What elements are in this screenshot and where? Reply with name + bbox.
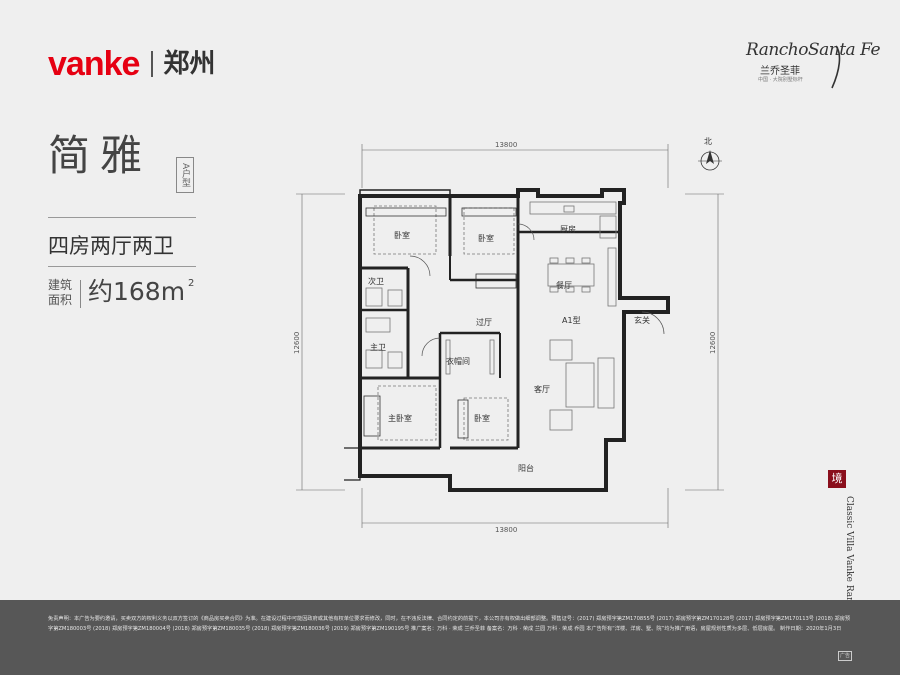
room-label-foyer: 玄关 <box>634 315 650 325</box>
unit-name: 简雅 <box>48 131 153 180</box>
room-label-master-bedroom: 主卧室 <box>388 413 412 423</box>
area-unit-superscript: 2 <box>188 278 195 289</box>
room-label-master-bath: 主卫 <box>370 342 386 352</box>
dim-right-label: 12600 <box>709 332 717 354</box>
room-label-bedroom-nw: 卧室 <box>394 230 410 240</box>
ad-mark: 广告 <box>838 651 852 661</box>
divider-rule <box>48 217 196 218</box>
project-name-cn: 兰乔圣菲 <box>760 66 800 77</box>
room-label-second-bath: 次卫 <box>368 276 384 286</box>
area-divider <box>80 280 81 308</box>
area-label: 建筑面积 <box>48 278 73 307</box>
furniture <box>363 201 617 441</box>
room-label-dining: 餐厅 <box>556 281 572 290</box>
project-name-en: RanchoSanta Fe <box>746 40 881 60</box>
room-label-living: 客厅 <box>534 384 550 394</box>
walls <box>344 188 670 492</box>
disclaimer-text: 免责声明：本广告为要约邀请，买卖双方的权利义务以双方签订的《商品房买卖合同》为准… <box>48 616 851 632</box>
room-label-corridor: 过厅 <box>476 317 492 327</box>
project-swash-icon <box>831 45 841 89</box>
footer-bar: 免责声明：本广告为要约邀请，买卖双方的权利义务以双方签订的《商品房买卖合同》为准… <box>0 600 900 675</box>
dim-top-label: 13800 <box>495 141 517 149</box>
brand-header: vanke 郑州 <box>48 44 215 84</box>
floor-plan: 13800 13800 12600 12600 北 <box>293 137 724 534</box>
side-tagline: Classic Villa Vanke RanchoSanta Fe <box>844 496 854 660</box>
area-value: 约168m <box>88 277 186 306</box>
dim-left-label: 12600 <box>293 332 301 354</box>
vanke-logo: vanke <box>48 45 140 83</box>
dim-bottom-label: 13800 <box>495 526 517 534</box>
room-labels: 卧室 卧室 厨房 次卫 餐厅 A1型 玄关 过厅 主卫 衣帽间 客厅 主卧室 卧… <box>368 224 650 473</box>
door-swings <box>409 223 665 357</box>
room-label-walk-in: 衣帽间 <box>446 356 470 366</box>
room-label-unit-tag: A1型 <box>562 316 581 325</box>
unit-type-tag: A户型 <box>176 157 194 193</box>
brand-city: 郑州 <box>163 49 216 79</box>
compass-icon <box>698 150 722 171</box>
room-label-balcony: 阳台 <box>518 463 534 473</box>
project-slogan: 中国 · 大院别墅标杆 <box>758 77 803 83</box>
dimension-lines <box>296 144 724 528</box>
side-badge: 境 <box>828 470 846 488</box>
room-label-bedroom-s: 卧室 <box>474 413 490 423</box>
project-logo: RanchoSanta Fe 兰乔圣菲 中国 · 大院别墅标杆 <box>740 40 881 92</box>
divider-rule <box>48 266 196 267</box>
compass-label: 北 <box>704 137 712 146</box>
brand-divider <box>151 51 154 77</box>
room-label-kitchen: 厨房 <box>560 224 576 234</box>
unit-rooms: 四房两厅两卫 <box>48 234 174 258</box>
room-label-bedroom-n: 卧室 <box>478 233 494 243</box>
